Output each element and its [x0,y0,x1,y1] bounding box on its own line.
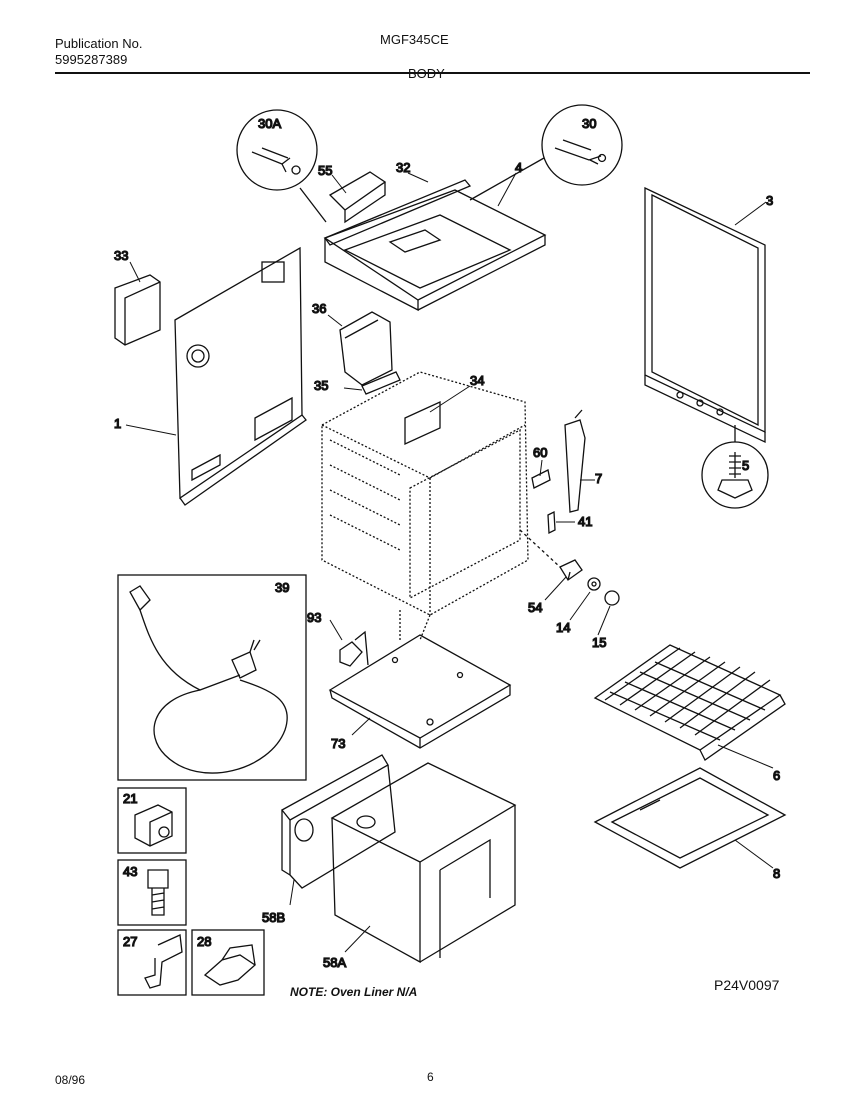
rear-bracket-32 [323,179,472,246]
top-burner-box [323,189,547,312]
part-label: 73 [331,736,345,751]
clip-41 [547,510,556,535]
header-rule [55,72,810,74]
part-label: 41 [578,514,592,529]
part-label: 34 [470,373,484,388]
screw-43 [147,869,169,916]
side-panel-58b [281,754,396,889]
page-number: 6 [427,1070,434,1084]
part-label: 30 [582,116,596,131]
model-number: MGF345CE [380,32,449,47]
footer-date: 08/96 [55,1073,86,1087]
part-label: 28 [197,934,211,949]
part-label: 39 [275,580,289,595]
gasket-35 [361,371,401,395]
clip-27 [144,934,183,989]
part-box-28 [191,929,265,996]
part-label: 93 [307,610,321,625]
broiler-pan-8 [593,767,787,869]
oven-rack-6 [593,644,786,761]
junction-box-33 [114,274,161,346]
part-label: 33 [114,248,128,263]
bracket-28 [203,944,257,986]
publication-label: Publication No. [55,36,143,51]
part-label: 32 [396,160,410,175]
part-box-43 [117,859,187,926]
rear-panel-1 [174,246,307,506]
part-box-21 [117,787,187,854]
duct-36 [339,311,393,386]
detail-circle-30 [541,104,623,186]
part-label: 58B [262,910,285,925]
part-label: 58A [323,955,346,970]
part-label: 8 [773,866,780,881]
clip-21 [134,804,173,847]
part-label: 14 [556,620,570,635]
part-box-27 [117,929,187,996]
part-label: 6 [773,768,780,783]
oven-body [321,371,529,641]
oven-liner-note: NOTE: Oven Liner N/A [290,985,418,999]
oven-light-assembly [519,529,620,606]
part-label: 55 [318,163,332,178]
bottom-plate-73 [328,634,512,749]
part-label: 21 [123,791,137,806]
part-label: 7 [595,471,602,486]
detail-circle-30a [236,109,318,191]
bracket-55 [328,171,387,224]
clip-21-hole [158,826,170,838]
part-label: 35 [314,378,328,393]
diagram-code: P24V0097 [714,977,780,993]
publication-number: 5995287389 [55,52,128,67]
part-label: 15 [592,635,606,650]
front-panel-58a [330,762,517,964]
part-label: 43 [123,864,137,879]
part-label: 36 [312,301,326,316]
part-label: 60 [533,445,547,460]
power-cord-39 [129,585,288,774]
hinge-7 [564,409,586,513]
bracket-60 [531,469,551,489]
part-label: 4 [515,160,522,175]
baffle-34 [404,400,441,446]
detail-circle-5 [701,441,769,509]
power-cord-box-39 [117,574,307,781]
part-label: 5 [742,458,749,473]
part-label: 3 [766,193,773,208]
bracket-93 [339,630,369,667]
side-panel-3 [644,186,766,444]
part-label: 27 [123,934,137,949]
part-label: 54 [528,600,542,615]
part-label: 30A [258,116,281,131]
leader-lines [125,172,774,953]
part-label: 1 [114,416,121,431]
